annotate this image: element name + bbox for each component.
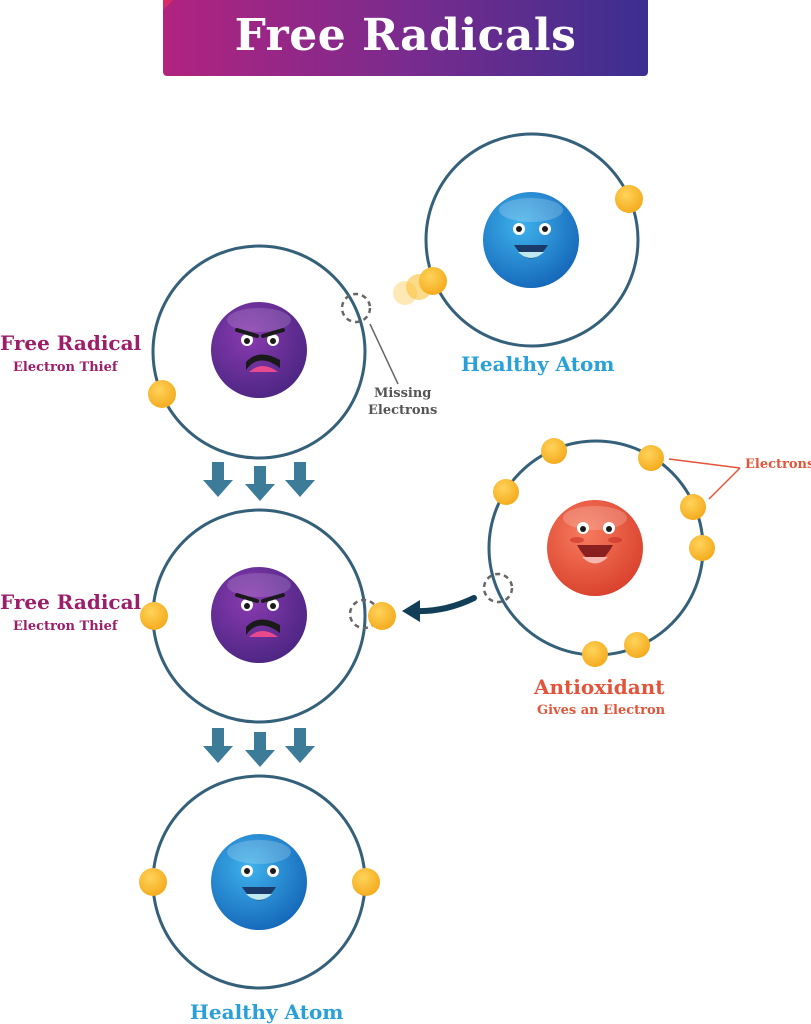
electron <box>140 602 168 630</box>
electron <box>493 479 519 505</box>
healthy-atom-label-bottom: Healthy Atom <box>190 1000 344 1024</box>
page-title: Free Radicals <box>234 10 577 61</box>
down-arrows-2 <box>203 728 315 767</box>
free-radical-face <box>211 567 307 663</box>
electron <box>689 535 715 561</box>
missing-electrons-line-2: Electrons <box>368 403 438 418</box>
down-arrow <box>245 732 275 767</box>
orbit <box>151 244 367 460</box>
healthy-atom-label-top: Healthy Atom <box>461 352 615 376</box>
electron-thief-label-2: Electron Thief <box>13 619 118 634</box>
electrons-label: Electrons <box>745 457 811 472</box>
missing-electron-slot <box>340 292 372 324</box>
missing-electron-slot <box>482 572 514 604</box>
free-radical-label-2: Free Radical <box>0 590 142 614</box>
electron-received <box>368 602 396 630</box>
free-radical-atom-1 <box>148 244 399 460</box>
antioxidant-label: Antioxidant <box>534 675 665 699</box>
antioxidant-atom <box>482 438 741 667</box>
healthy-atom-top <box>393 132 643 348</box>
antioxidant-face <box>547 500 643 596</box>
free-radical-label-1: Free Radical <box>0 331 142 355</box>
down-arrow <box>203 462 233 497</box>
missing-electrons-pointer <box>369 323 399 385</box>
electron <box>680 494 706 520</box>
down-arrow <box>285 462 315 497</box>
down-arrow <box>203 728 233 763</box>
electron <box>615 185 643 213</box>
down-arrows-1 <box>203 462 315 501</box>
transfer-arrow <box>402 595 477 622</box>
orbit <box>424 132 640 348</box>
healthy-atom-face <box>483 192 579 288</box>
down-arrow <box>245 466 275 501</box>
electrons-pointer <box>668 458 741 469</box>
healthy-atom-face <box>211 834 307 930</box>
electron <box>624 632 650 658</box>
electron-thief-label-1: Electron Thief <box>13 360 118 375</box>
electron <box>352 868 380 896</box>
electron <box>582 641 608 667</box>
electron <box>148 380 176 408</box>
electron <box>638 445 664 471</box>
electrons-pointer <box>708 467 741 500</box>
gives-an-electron-label: Gives an Electron <box>537 703 666 718</box>
electron <box>541 438 567 464</box>
free-radical-atom-2 <box>140 508 396 724</box>
electron <box>139 868 167 896</box>
missing-electrons-label: Missing Electrons <box>368 385 437 419</box>
missing-electrons-line-1: Missing <box>373 386 432 401</box>
electron <box>419 267 447 295</box>
title-banner: Free Radicals <box>163 0 648 76</box>
free-radical-face <box>211 302 307 398</box>
healthy-atom-bottom <box>139 774 380 990</box>
down-arrow <box>285 728 315 763</box>
